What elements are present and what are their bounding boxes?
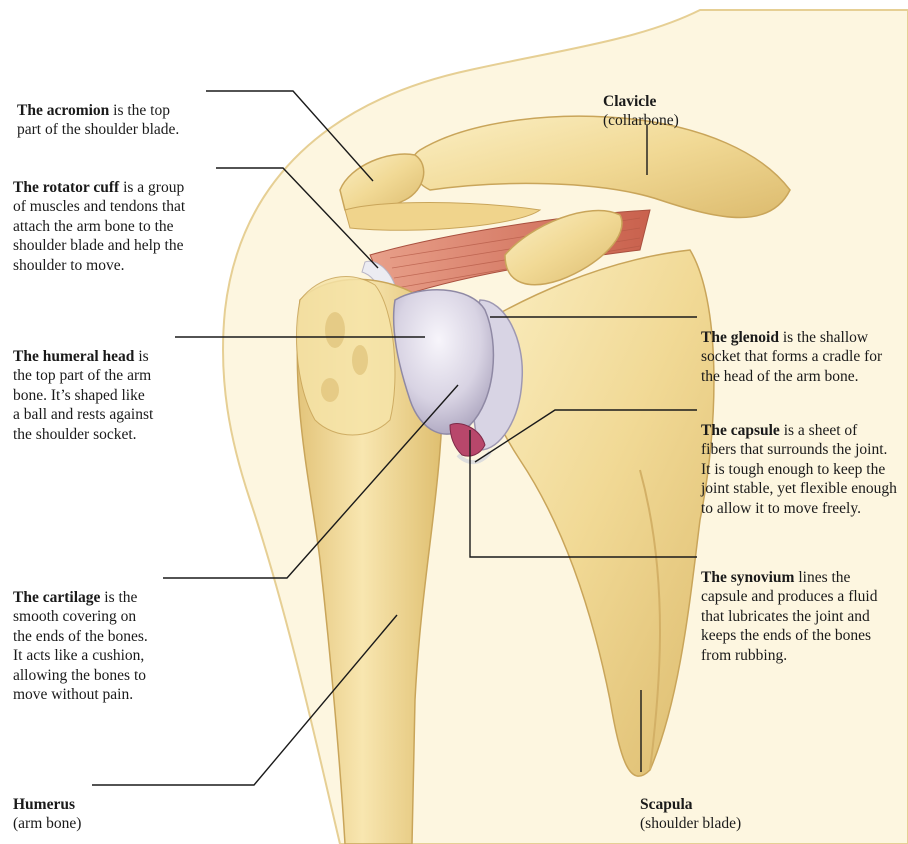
label-rotator-cuff: The rotator cuff is a group of muscles a… <box>13 158 223 275</box>
label-acromion-term: The acromion <box>17 102 109 119</box>
label-clavicle-term: Clavicle <box>603 93 656 110</box>
label-scapula-term: Scapula <box>640 796 693 813</box>
label-capsule-term: The capsule <box>701 422 780 439</box>
label-humerus: Humerus (arm bone) <box>13 775 133 834</box>
label-rotator-cuff-term: The rotator cuff <box>13 179 119 196</box>
label-humeral-head: The humeral head is the top part of the … <box>13 327 188 444</box>
label-cartilage: The cartilage is the smooth covering on … <box>13 568 173 705</box>
label-humeral-head-term: The humeral head <box>13 348 134 365</box>
label-capsule: The capsule is a sheet of fibers that su… <box>701 401 906 518</box>
label-synovium: The synovium lines the capsule and produ… <box>701 548 901 665</box>
label-clavicle: Clavicle (collarbone) <box>603 72 713 131</box>
label-humerus-text: (arm bone) <box>13 815 81 832</box>
label-acromion: The acromion is the top part of the shou… <box>17 81 217 140</box>
label-clavicle-text: (collarbone) <box>603 112 679 129</box>
label-cartilage-term: The cartilage <box>13 589 100 606</box>
label-humerus-term: Humerus <box>13 796 75 813</box>
label-synovium-term: The synovium <box>701 569 794 586</box>
label-glenoid-term: The glenoid <box>701 329 779 346</box>
label-scapula-text: (shoulder blade) <box>640 815 741 832</box>
label-glenoid: The glenoid is the shallow socket that f… <box>701 308 906 386</box>
label-scapula: Scapula (shoulder blade) <box>640 775 790 834</box>
